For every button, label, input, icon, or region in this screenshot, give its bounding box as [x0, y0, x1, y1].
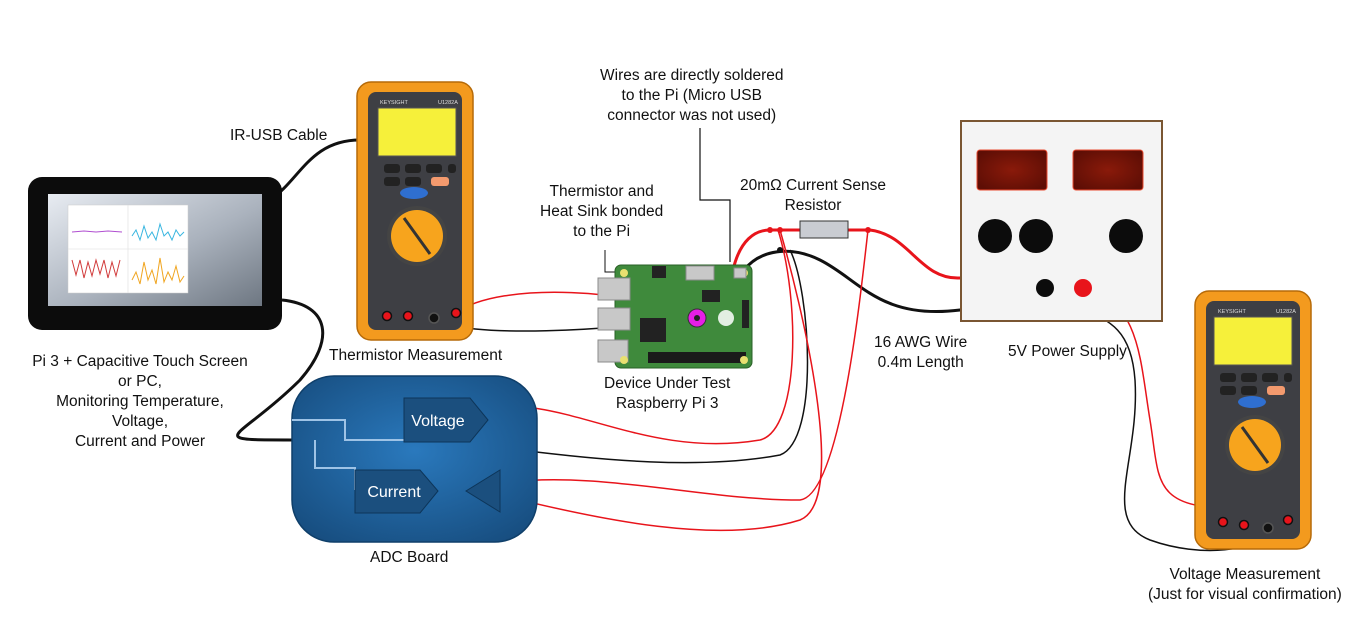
meter-buttons: [384, 164, 456, 186]
screen-adc-cable: [236, 298, 325, 442]
psu-terminal-negative: [1036, 279, 1054, 297]
ir-usb-cable: [269, 138, 361, 202]
pi-chip-2: [702, 290, 720, 302]
adc-current-block: [354, 469, 439, 514]
resistor-node-1: [767, 227, 773, 233]
meter-model: U1282A: [438, 100, 458, 106]
meter-dial-pointer: [402, 217, 432, 255]
power-supply: [960, 120, 1163, 322]
meter2-buttons: [1220, 373, 1292, 395]
pi-ethernet: [597, 339, 629, 363]
pi-chip-1: [640, 318, 666, 342]
pi-usb-2: [597, 307, 631, 331]
resistor-node-black: [777, 247, 783, 253]
resistor-node-3: [865, 227, 871, 233]
psu-display-current: [1072, 149, 1144, 191]
pi-display-connector: [742, 300, 749, 328]
psu-knob-1: [978, 219, 1012, 253]
meter-jack-2: [402, 310, 414, 322]
meter2-blue-button: [1238, 396, 1266, 408]
label-power-supply: 5V Power Supply: [1008, 343, 1127, 360]
screen-graphs: [67, 204, 189, 294]
voltage-multimeter: KEYSIGHT U1282A: [1194, 290, 1312, 550]
meter2-model: U1282A: [1276, 309, 1296, 315]
label-thermistor-measurement: Thermistor Measurement: [329, 347, 503, 364]
pi-audio: [652, 266, 666, 278]
meter2-screen: [1213, 316, 1293, 366]
meter2-dial-pointer: [1240, 426, 1270, 464]
psu-terminal-positive: [1074, 279, 1092, 297]
label-voltage-measurement: Voltage Measurement (Just for visual con…: [1148, 566, 1342, 603]
wires-note-leader: [699, 128, 731, 262]
meter2-jack-4: [1282, 514, 1294, 526]
pi-micro-usb: [733, 267, 747, 279]
meter2-jack-1: [1217, 516, 1229, 528]
adc-trace-1: [292, 419, 404, 441]
label-ir-usb-cable: IR-USB Cable: [230, 127, 328, 144]
label-pi-screen: Pi 3 + Capacitive Touch Screen or PC, Mo…: [32, 353, 248, 450]
resistor-body: [799, 220, 849, 239]
label-dut: Device Under Test Raspberry Pi 3: [604, 375, 731, 412]
pi-gpio-header: [648, 352, 746, 363]
adc-voltage-block: [403, 397, 489, 443]
meter-jack-com: [428, 312, 440, 324]
raspberry-logo-icon: [718, 310, 734, 326]
current-sense-red-1: [499, 229, 869, 501]
current-sense-red-2: [499, 229, 823, 532]
raspberry-pi: [597, 264, 753, 369]
meter2-jack-2: [1238, 519, 1250, 531]
label-wires-note: Wires are directly soldered to the Pi (M…: [600, 67, 784, 124]
label-thermistor-note: Thermistor and Heat Sink bonded to the P…: [540, 183, 664, 240]
adc-board: Voltage Current: [291, 375, 538, 543]
pi-hdmi: [685, 265, 715, 281]
meter2-jack-com: [1262, 522, 1274, 534]
adc-current-label: Current: [367, 484, 421, 501]
resistor-node-2: [777, 227, 783, 233]
psu-knob-3: [1109, 219, 1143, 253]
thermistor-dot: [694, 315, 700, 321]
psu-knob-2: [1019, 219, 1053, 253]
meter-jack-4: [450, 307, 462, 319]
label-adc-board: ADC Board: [370, 549, 449, 566]
meter-brand: KEYSIGHT: [380, 100, 408, 106]
label-current-sense: 20mΩ Current Sense Resistor: [740, 177, 886, 214]
meter2-brand: KEYSIGHT: [1218, 309, 1246, 315]
meter-screen: [377, 107, 457, 157]
adc-current-arrow: [465, 469, 501, 513]
psu-display-voltage: [976, 149, 1048, 191]
voltage-sense-red: [479, 229, 794, 445]
pi-usb-1: [597, 277, 631, 301]
meter-jack-1: [381, 310, 393, 322]
touch-screen: [28, 177, 282, 330]
meter-blue-button: [400, 187, 428, 199]
adc-voltage-label: Voltage: [411, 413, 464, 430]
label-wire-spec: 16 AWG Wire 0.4m Length: [874, 334, 968, 371]
current-sense-resistor: [767, 220, 871, 253]
thermistor-multimeter: KEYSIGHT U1282A: [356, 81, 474, 341]
